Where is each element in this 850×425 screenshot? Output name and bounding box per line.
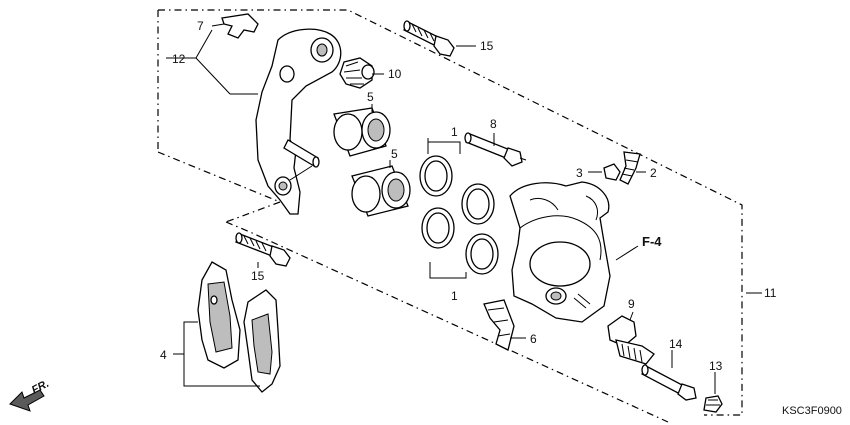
callout-4: 4	[160, 348, 167, 362]
front-direction-label: FR.	[30, 378, 51, 397]
callout-13: 13	[709, 359, 723, 373]
callout-8: 8	[490, 117, 497, 131]
brake-pad-right	[243, 289, 281, 393]
callout-11: 11	[764, 286, 777, 300]
callout-3: 3	[576, 166, 583, 180]
bracket-clip	[211, 13, 259, 39]
cap-nut	[703, 395, 723, 413]
callout-1-upper: 1	[451, 125, 458, 139]
caliper-bracket	[255, 28, 342, 215]
callout-5-lower: 5	[391, 147, 398, 161]
diagram-code: KSC3F0900	[782, 405, 842, 417]
caliper-pin	[641, 364, 697, 401]
slide-pin	[464, 132, 527, 167]
slide-pin-boot	[339, 57, 375, 89]
pad-spring	[483, 299, 515, 351]
callout-1-lower: 1	[451, 289, 458, 303]
leader-lines	[166, 29, 762, 394]
bolt-top	[403, 20, 455, 57]
caliper-body	[509, 181, 611, 323]
front-direction-arrow: FR.	[9, 378, 51, 412]
callout-15-top: 15	[480, 39, 494, 53]
bleeder-screw	[619, 151, 641, 185]
callout-9: 9	[628, 297, 635, 311]
brake-pad-left	[197, 261, 241, 369]
callouts: 1 1 2 3 4 5 5 6 7 8 9 10 11 12 13 14 15 …	[160, 19, 777, 373]
callout-6: 6	[530, 332, 537, 346]
pin-boot	[607, 315, 655, 365]
callout-7: 7	[197, 19, 204, 33]
reference-label: F-4	[642, 234, 662, 249]
callout-10: 10	[388, 67, 402, 81]
callout-2: 2	[650, 166, 657, 180]
piston-upper	[333, 107, 391, 157]
piston-lower	[351, 165, 411, 217]
callout-5-upper: 5	[367, 90, 374, 104]
bolt-bottom	[235, 232, 291, 267]
bleeder-cap	[603, 163, 621, 181]
callout-15-bottom: 15	[251, 269, 265, 283]
callout-14: 14	[669, 337, 683, 351]
assembly-boundary	[157, 9, 743, 423]
callout-12: 12	[172, 52, 186, 66]
piston-seal-set	[419, 138, 499, 279]
